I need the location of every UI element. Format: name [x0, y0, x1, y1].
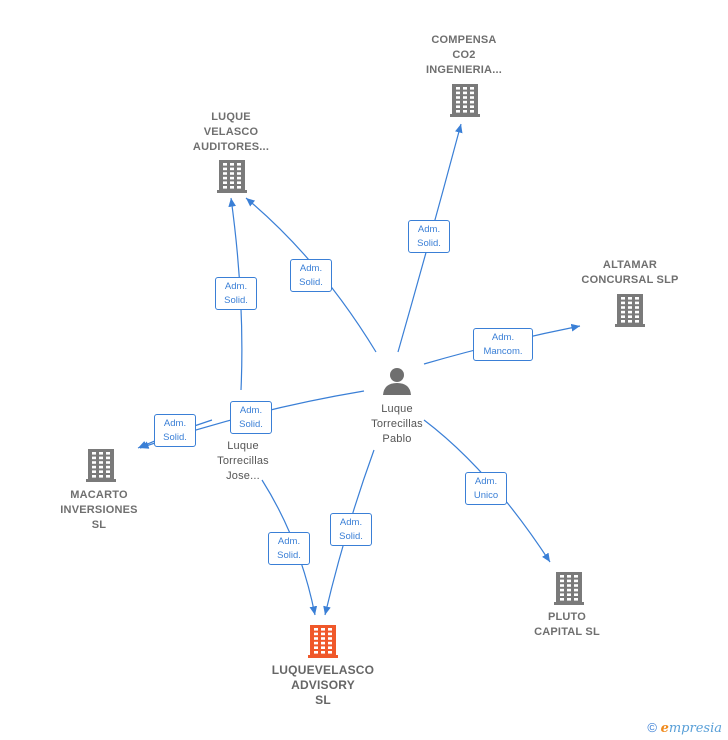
- company-label-pluto[interactable]: PLUTO CAPITAL SL: [534, 611, 600, 638]
- edge-label-pablo-auditores: Adm.Solid.: [290, 259, 332, 292]
- edge-label-jose-advisory: Adm.Solid.: [268, 532, 310, 565]
- edge-label-pablo-compensa: Adm.Solid.: [408, 220, 450, 253]
- company-label-compensa[interactable]: COMPENSA CO2 INGENIERIA...: [426, 34, 502, 76]
- building-icon: [450, 84, 480, 117]
- building-icon: [217, 160, 247, 193]
- building-icon: [554, 572, 584, 605]
- company-label-luque-auditores[interactable]: LUQUE VELASCO AUDITORES...: [192, 111, 270, 153]
- company-label-luquevelasco-advisory[interactable]: LUQUEVELASCO ADVISORY SL: [271, 663, 375, 707]
- building-icon: [86, 449, 116, 482]
- company-label-macarto[interactable]: MACARTO INVERSIONES SL: [60, 489, 138, 531]
- edge-label-pablo-altamar: Adm.Mancom.: [473, 328, 533, 361]
- empresia-logo: empresia: [660, 721, 722, 736]
- person-label-luque-jose[interactable]: Luque Torrecillas Jose...: [217, 440, 269, 482]
- edge-label-jose-macarto: Adm.Solid.: [154, 414, 196, 447]
- edge-label-jose-auditores: Adm.Solid.: [215, 277, 257, 310]
- empresia-footer[interactable]: © empresia: [647, 720, 722, 736]
- edge-label-pablo-macarto: Adm.Solid.: [230, 401, 272, 434]
- person-label-luque-pablo[interactable]: Luque Torrecillas Pablo: [371, 403, 423, 445]
- building-icon: [615, 294, 645, 327]
- edge-label-pablo-advisory: Adm.Solid.: [330, 513, 372, 546]
- person-icon: [383, 368, 411, 395]
- copyright-symbol: ©: [647, 720, 657, 735]
- company-label-altamar[interactable]: ALTAMAR CONCURSAL SLP: [581, 259, 679, 286]
- building-icon: [308, 625, 338, 658]
- edge-label-pablo-pluto: Adm.Unico: [465, 472, 507, 505]
